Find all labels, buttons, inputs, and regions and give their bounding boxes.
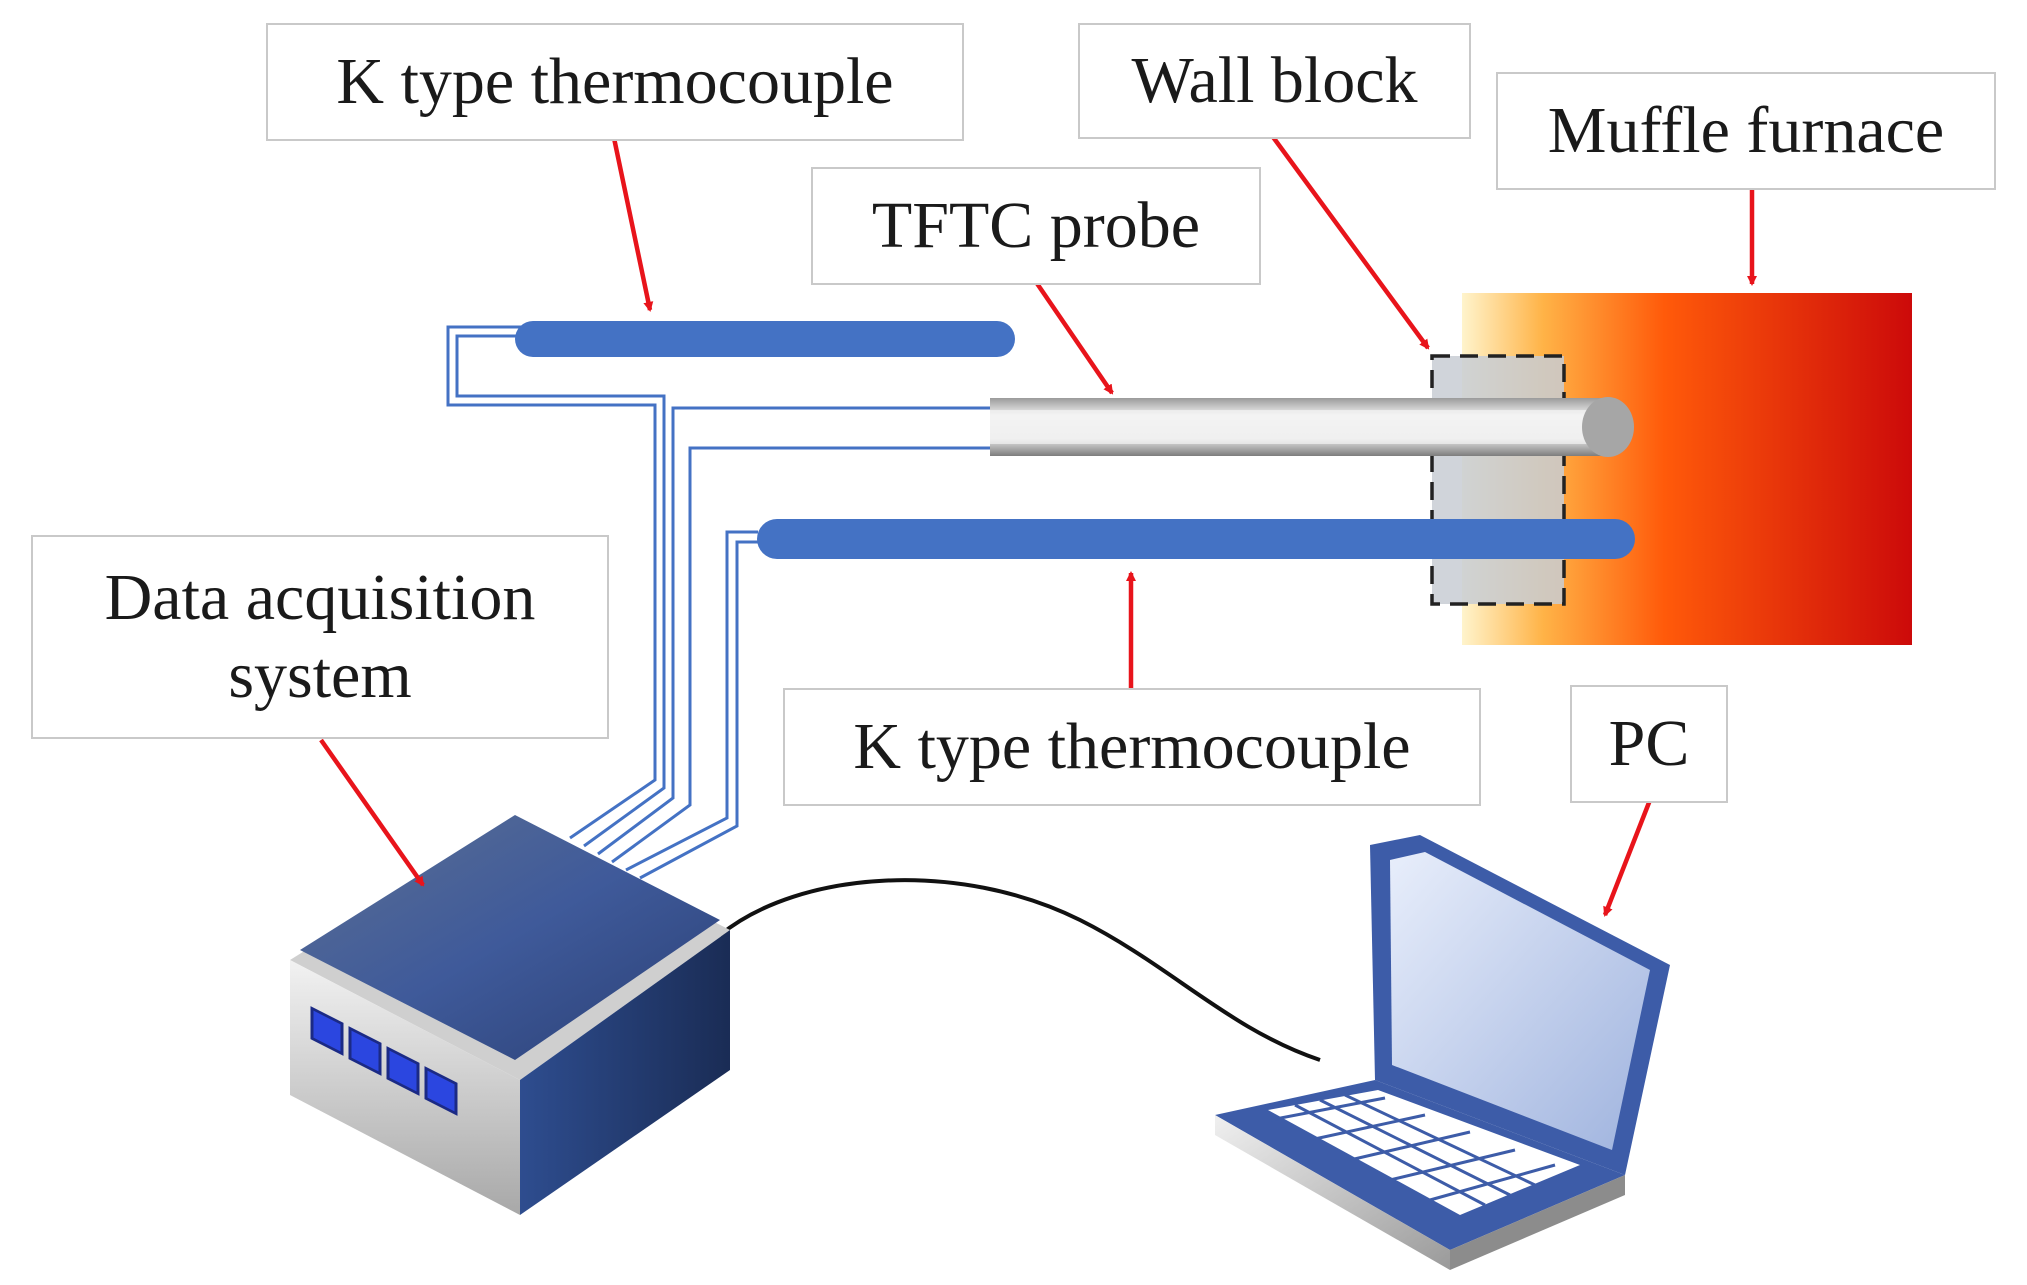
label-text-line1: Data acquisition	[104, 561, 536, 635]
label-text: Wall block	[1131, 44, 1418, 118]
k-type-thermocouple-bottom	[757, 519, 1635, 559]
label-k-type-thermocouple-bottom: K type thermocouple	[783, 688, 1481, 806]
label-muffle-furnace: Muffle furnace	[1496, 72, 1996, 190]
usb-cable	[718, 878, 1321, 1062]
k-type-thermocouple-top	[515, 321, 1015, 357]
wall-block	[1432, 356, 1564, 604]
wall-block-outline	[1430, 354, 1566, 606]
data-acquisition-device-icon	[290, 815, 730, 1215]
label-text: Muffle furnace	[1547, 94, 1945, 168]
pointer-arrows	[319, 135, 1757, 917]
label-data-acquisition-system: Data acquisition system	[31, 535, 609, 739]
label-pc: PC	[1570, 685, 1728, 803]
arrow-k-type-top	[611, 137, 654, 312]
tftc-probe	[990, 397, 1634, 457]
signal-wires	[446, 325, 1000, 880]
arrow-tftc-probe	[1034, 280, 1114, 395]
label-tftc-probe: TFTC probe	[811, 167, 1261, 285]
laptop-icon	[1215, 835, 1670, 1270]
label-text: TFTC probe	[871, 189, 1201, 263]
label-text: K type thermocouple	[853, 710, 1411, 784]
arrow-daq	[319, 738, 425, 887]
label-wall-block: Wall block	[1078, 23, 1471, 139]
label-text: K type thermocouple	[336, 45, 894, 119]
label-text-line2: system	[228, 639, 412, 712]
label-text: PC	[1608, 707, 1690, 781]
arrow-pc	[1602, 799, 1653, 917]
label-k-type-thermocouple-top: K type thermocouple	[266, 23, 964, 141]
arrow-wall-block	[1271, 135, 1430, 350]
